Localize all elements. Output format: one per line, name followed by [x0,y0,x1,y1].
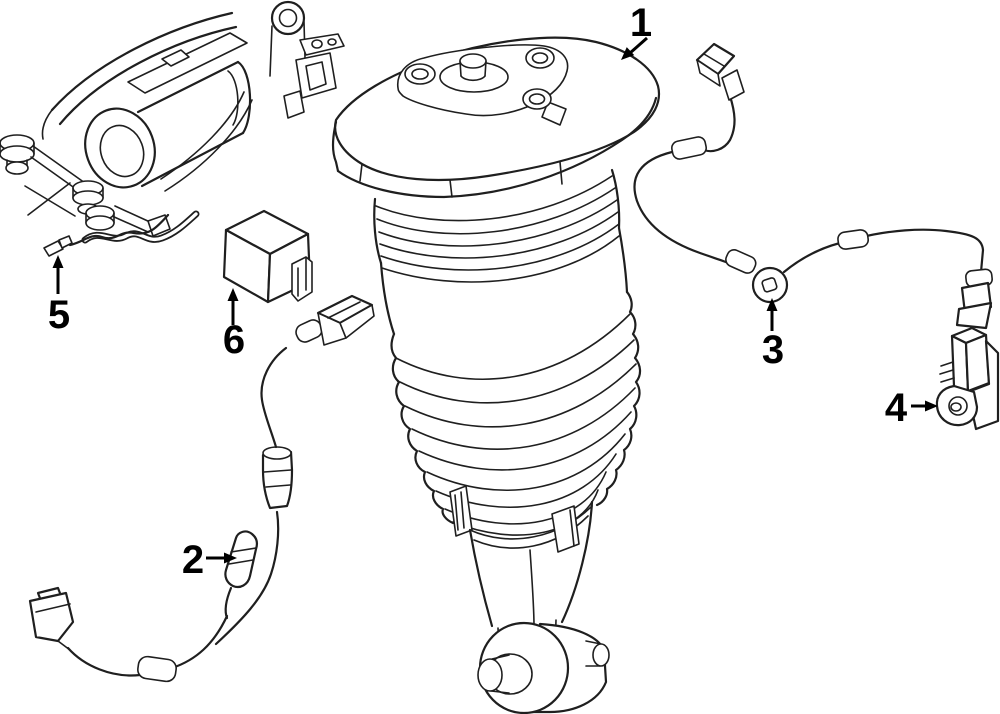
abs-sensor-tip [224,530,259,620]
sensor-bracket-part4 [935,326,1000,431]
air-spring-sleeve [379,226,629,336]
air-spring-bellows [390,290,642,536]
module-connector [291,256,313,302]
callout-5-label[interactable]: 5 [48,293,70,337]
wire-3-connector [695,42,745,101]
control-module-part6 [222,209,313,304]
shock-clip-tab [551,505,580,553]
callout-6-label[interactable]: 6 [223,318,245,362]
frame-right-curve [164,99,253,192]
mount-center-stud [439,53,509,93]
air-line-hose-core [83,212,198,242]
callout-3-label[interactable]: 3 [762,328,784,372]
top-mount-seams [359,161,563,198]
harness-wire-a [66,646,142,677]
callout-2-arrow-head [224,552,237,564]
wire-3-sleeve3 [837,229,870,250]
mount-bolt-bosses [404,47,555,110]
frame-right-curve2 [160,91,245,180]
shock-lower-body [449,485,594,653]
callout-4-label[interactable]: 4 [885,386,908,430]
harness-plug-connector [28,586,75,651]
harness-wire-c [214,510,280,646]
left-mount-arm [0,134,104,217]
wire-3-curve [633,150,733,266]
harness-grommet [137,655,177,683]
bracket-hole-inner [950,402,962,412]
harness-boot [261,446,294,510]
top-mount-left-edge [331,120,340,173]
callout-1-arrow-head [621,47,635,60]
mount-plate-tab [541,101,567,126]
wire-3-sleeve2 [725,249,757,274]
wire-5 [68,213,170,247]
frame-rail-inner [58,25,238,126]
air-compressor-assembly [0,0,345,244]
harness-wire-b [170,614,229,670]
callout-4[interactable]: 4 [885,386,938,430]
ring-terminal [751,266,789,304]
air-spring-upper-rings [373,168,621,271]
bushing-eye [477,621,610,714]
callout-1-label[interactable]: 1 [630,1,652,45]
cylinder-top-line [136,60,240,114]
abs-sensor-harness-part2 [28,294,375,683]
callout-6-arrow-head [227,288,239,301]
callout-3-arrow-head [766,298,778,311]
wire-5-terminal-sleeve [58,235,73,249]
wire-3-end-connector [955,268,993,330]
air-strut-assembly-part1 [331,36,661,714]
module-connector-lines [297,257,307,297]
pump-head-inner [99,124,145,178]
wire-3-sleeve1 [671,136,707,160]
callout-5[interactable]: 5 [48,255,70,337]
harness-wire-d [260,346,288,449]
callout-5-arrow-head [52,255,64,268]
cylinder-bottom-line [140,131,245,188]
callout-2-label[interactable]: 2 [182,538,204,582]
cylinder-end-arc [236,60,252,135]
wire-5-terminal [43,240,64,257]
callout-6[interactable]: 6 [223,288,245,362]
wire-3-upper [702,94,736,153]
callout-2[interactable]: 2 [182,538,237,582]
compressor-valve-block [161,49,190,67]
callout-1[interactable]: 1 [617,1,652,64]
callout-4-arrow-head [925,400,938,412]
frame-rail-outer [50,11,234,112]
compressor-top-housing [127,32,248,94]
callout-3[interactable]: 3 [762,298,784,372]
compressor-mount-bracket [269,0,345,119]
pad-wear-connector [295,294,375,346]
cylinder-end-inner [227,70,239,126]
callout-1-arrow-shaft [629,36,648,55]
bracket-serrations [939,361,955,383]
sensor-wire-part3 [633,42,993,330]
frame-end-curve [41,109,53,140]
top-mount-skirt [336,96,658,199]
compressor-wire-part5 [43,213,170,257]
wire-3-right1 [782,241,842,274]
wire-3-right2 [856,228,985,274]
